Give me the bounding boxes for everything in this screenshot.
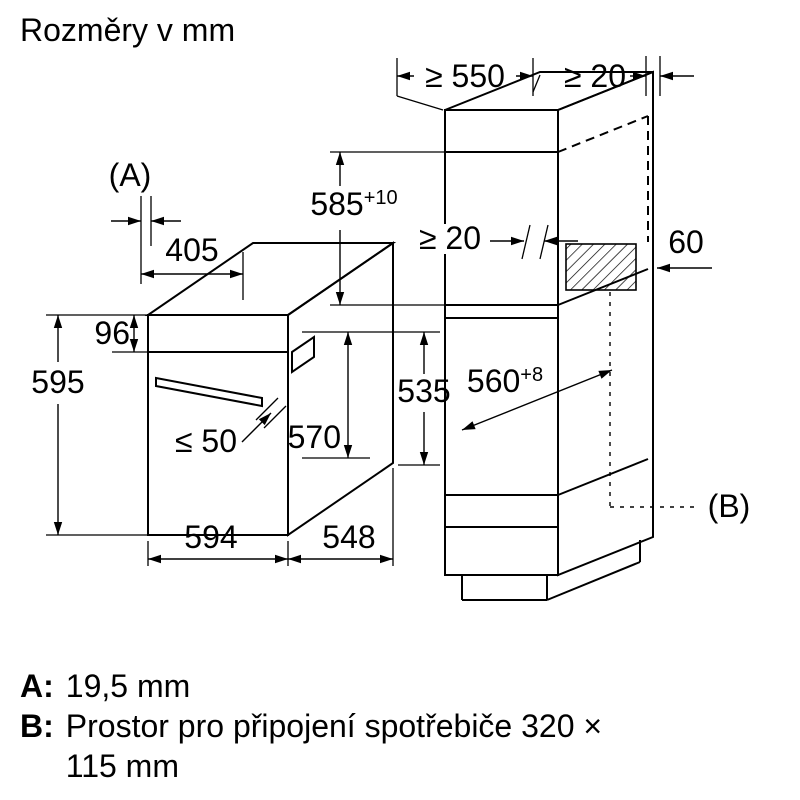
dim-label-niche-depth: 560+8	[467, 363, 543, 399]
dim-label-top-depth: 405	[165, 232, 218, 268]
oven-figure	[144, 241, 397, 537]
dim-label-min-cabinet-depth: ≥ 550	[425, 58, 505, 94]
dim-label-rear-vent-gap: ≥ 20	[419, 220, 481, 256]
dim-label-a: (A)	[109, 157, 152, 193]
dim-label-b: (B)	[708, 488, 751, 524]
legend: A: 19,5 mm B: Prostor pro připojení spot…	[20, 666, 602, 786]
oven-side-vent	[291, 335, 315, 374]
oven-side-face	[287, 241, 394, 537]
legend-value-b-line2: 115 mm	[65, 748, 179, 784]
cabinet-dimensions: ≥ 550 ≥ 20 585+10 ≥ 20 60 560+8 (B)	[310, 56, 750, 524]
dim-label-width: 594	[184, 519, 237, 555]
cabinet-side-face	[557, 70, 654, 577]
connection-space-hatch	[565, 243, 637, 291]
dim-label-vent-depth: 60	[668, 224, 704, 260]
dim-label-panel-height: 96	[94, 315, 130, 351]
legend-row-b: B: Prostor pro připojení spotřebiče 320 …	[20, 706, 602, 786]
cabinet-figure	[444, 70, 696, 601]
dim-label-top-rear-gap: ≥ 20	[564, 58, 626, 94]
dim-label-body-depth: 570	[288, 419, 341, 455]
oven-door-handle	[155, 376, 263, 408]
dim-label-handle: ≤ 50	[175, 423, 237, 459]
oven-dimensions: (A) 405 96 595 ≤ 50 570 535	[31, 157, 451, 566]
page-title: Rozměry v mm	[20, 12, 236, 48]
legend-key-a: A:	[20, 668, 54, 704]
legend-value-a: 19,5 mm	[65, 668, 191, 704]
legend-value-b-line1: Prostor pro připojení spotřebiče 320 ×	[65, 708, 603, 744]
dim-label-side-height: 535	[397, 373, 450, 409]
cabinet-front-face	[444, 109, 559, 576]
legend-row-a: A: 19,5 mm	[20, 666, 602, 706]
dim-label-height: 595	[31, 364, 84, 400]
legend-key-b: B:	[20, 708, 54, 744]
dim-label-depth: 548	[322, 519, 375, 555]
dim-label-niche-height: 585+10	[310, 186, 397, 222]
legend-value-b: Prostor pro připojení spotřebiče 320 × 1…	[66, 706, 602, 786]
